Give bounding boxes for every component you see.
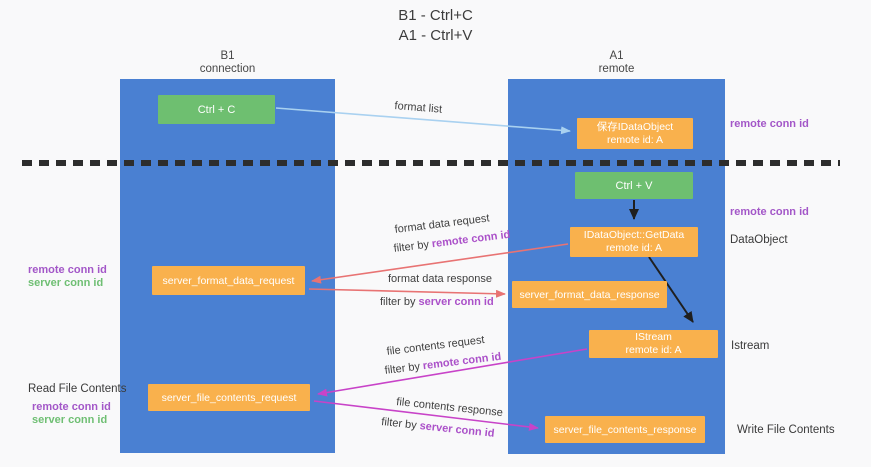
server-format-data-request-box: server_format_data_request xyxy=(152,266,305,295)
format-data-response-label: format data response xyxy=(388,273,492,285)
dataobject-label: DataObject xyxy=(730,234,788,246)
filter-by-text: filter by xyxy=(384,360,421,377)
ctrl-v-box: Ctrl + V xyxy=(575,172,693,199)
left-bottom-conn-id-group: remote conn id server conn id xyxy=(32,401,111,427)
format-list-label: format list xyxy=(394,100,443,116)
read-file-contents-label: Read File Contents xyxy=(28,383,127,395)
right-mid-remote-conn-id-label: remote conn id xyxy=(730,206,809,218)
server-file-contents-response-box: server_file_contents_response xyxy=(545,416,705,443)
save-dataobject-line1: 保存IDataObject xyxy=(596,120,674,133)
getdata-box: IDataObject::GetData remote id: A xyxy=(570,227,698,257)
server-format-data-request-label: server_format_data_request xyxy=(162,274,295,287)
left-top-remote-conn-id-label: remote conn id xyxy=(28,264,107,276)
file-contents-response-label: file contents response xyxy=(395,396,504,420)
lifeline-header-a1: A1 remote xyxy=(508,50,725,76)
filter-by-text: filter by xyxy=(380,416,418,432)
filter-by-text: filter by xyxy=(393,238,430,255)
left-top-conn-id-group: remote conn id server conn id xyxy=(28,264,107,290)
save-dataobject-box: 保存IDataObject remote id: A xyxy=(577,118,693,149)
lifeline-a1-name: A1 xyxy=(609,50,624,62)
getdata-line2: remote id: A xyxy=(605,242,663,254)
right-top-remote-conn-id-label: remote conn id xyxy=(730,118,809,130)
diagram-title: B1 - Ctrl+C A1 - Ctrl+V xyxy=(0,6,871,46)
ctrl-c-box: Ctrl + C xyxy=(158,95,275,124)
getdata-line1: IDataObject::GetData xyxy=(583,229,685,241)
server-file-contents-response-label: server_file_contents_response xyxy=(553,423,697,436)
save-dataobject-line2: remote id: A xyxy=(606,133,664,146)
ctrl-v-label: Ctrl + V xyxy=(615,179,653,192)
left-bottom-remote-conn-id-label: remote conn id xyxy=(32,401,111,413)
server-format-data-response-box: server_format_data_response xyxy=(512,281,667,308)
filter-key-server-conn-id: server conn id xyxy=(418,296,494,308)
left-bottom-server-conn-id-label: server conn id xyxy=(32,414,108,426)
lifeline-b1-role: connection xyxy=(199,63,256,75)
istream-line2: remote id: A xyxy=(625,344,682,356)
filter-key-remote-conn-id: remote conn id xyxy=(422,350,502,373)
section-divider-dashed-line xyxy=(22,160,840,166)
write-file-contents-label: Write File Contents xyxy=(737,424,835,436)
server-format-data-response-label: server_format_data_response xyxy=(519,288,660,301)
server-file-contents-request-box: server_file_contents_request xyxy=(148,384,310,411)
filter-key-server-conn-id: server conn id xyxy=(419,420,496,440)
arrow-format-data-response xyxy=(308,288,506,298)
title-line-1: B1 - Ctrl+C xyxy=(398,7,473,24)
istream-line1: IStream xyxy=(635,331,672,343)
istream-side-label: Istream xyxy=(731,340,770,352)
filter-key-remote-conn-id: remote conn id xyxy=(431,228,511,251)
istream-box: IStream remote id: A xyxy=(589,330,718,358)
lifeline-header-b1: B1 connection xyxy=(120,50,335,76)
title-line-2: A1 - Ctrl+V xyxy=(398,27,473,44)
ctrl-c-label: Ctrl + C xyxy=(197,103,236,116)
lifeline-b1-name: B1 xyxy=(220,50,235,62)
lifeline-a1-role: remote xyxy=(598,63,635,75)
server-file-contents-request-label: server_file_contents_request xyxy=(161,391,297,404)
filter-by-text: filter by xyxy=(380,296,416,308)
left-top-server-conn-id-label: server conn id xyxy=(28,277,104,289)
